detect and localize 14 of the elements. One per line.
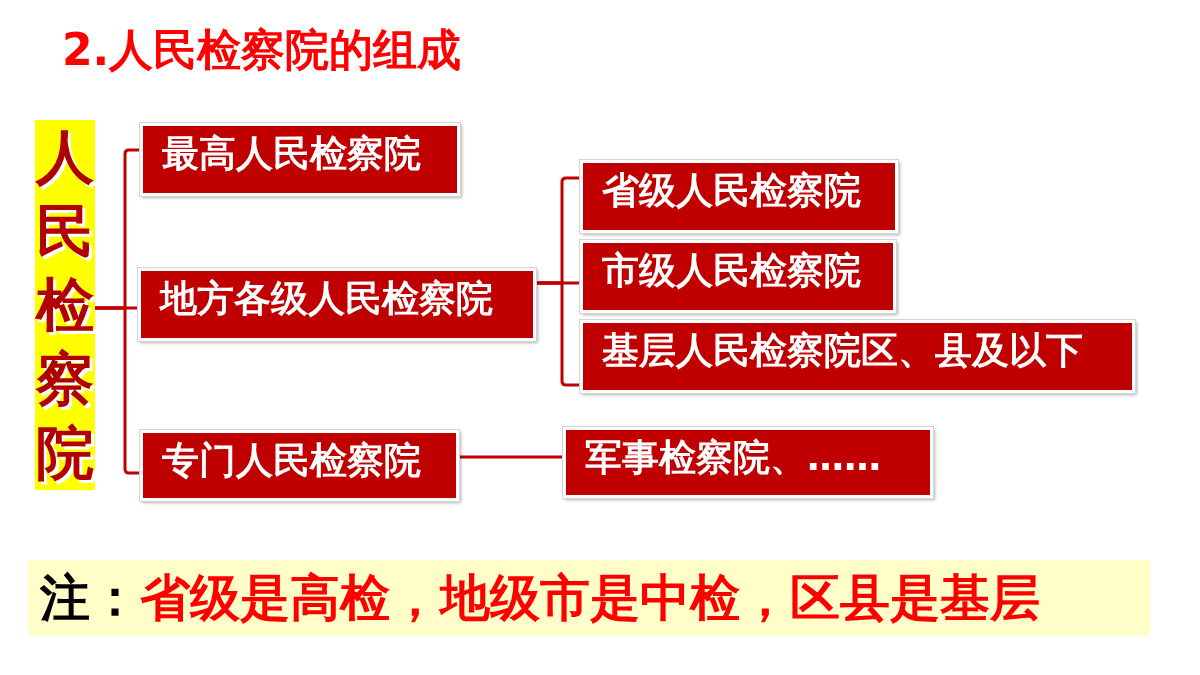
institution-box: 最高人民检察院 bbox=[140, 123, 460, 196]
bracket-line bbox=[95, 306, 140, 475]
vertical-title-band: 人民检察院 bbox=[35, 120, 95, 490]
institution-box: 基层人民检察院区、县及以下 bbox=[580, 320, 1135, 393]
institution-box: 市级人民检察院 bbox=[580, 240, 896, 313]
slide-title: 2.人民检察院的组成 bbox=[62, 25, 462, 75]
note-band bbox=[28, 560, 1150, 636]
connector-line bbox=[459, 455, 563, 459]
note-text: 省级是高检，地级市是中检，区县是基层 bbox=[140, 569, 1040, 627]
institution-box: 省级人民检察院 bbox=[580, 160, 898, 233]
institution-box: 专门人民检察院 bbox=[140, 430, 459, 501]
institution-box: 地方各级人民检察院 bbox=[138, 268, 536, 341]
note-prefix: 注： bbox=[40, 569, 140, 627]
institution-box: 军事检察院、…… bbox=[563, 427, 933, 498]
